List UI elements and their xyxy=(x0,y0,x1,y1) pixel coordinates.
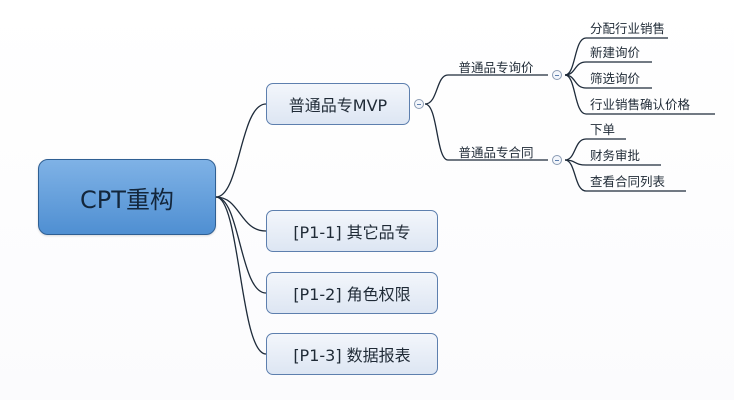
sub-label: 普通品专询价 xyxy=(458,59,534,75)
leaf-label: 筛选询价 xyxy=(590,70,641,86)
branch-label: [P1-3] 数据报表 xyxy=(293,346,411,365)
leaf-label: 新建询价 xyxy=(590,44,641,60)
leaf-label: 查看合同列表 xyxy=(590,173,666,189)
branch-node-p1-2[interactable]: [P1-2] 角色权限 xyxy=(266,272,438,314)
connector-inquiry-leaf-0 xyxy=(564,37,668,76)
leaf-node[interactable]: 行业销售确认价格 xyxy=(588,93,718,113)
leaf-label: 行业销售确认价格 xyxy=(590,96,691,112)
leaf-label: 下单 xyxy=(590,121,616,137)
connector-inquiry-leaf-1 xyxy=(564,61,652,76)
connector-mvp-contract xyxy=(424,103,548,161)
leaf-node[interactable]: 财务审批 xyxy=(588,144,663,164)
root-label: CPT重构 xyxy=(80,185,174,214)
branch-label: [P1-2] 角色权限 xyxy=(293,285,411,304)
branch-label: 普通品专MVP xyxy=(288,96,388,115)
branch-node-mvp[interactable]: 普通品专MVP xyxy=(266,83,410,125)
connector-contract-leaf-0 xyxy=(564,138,626,161)
connector-root-p13 xyxy=(215,196,267,355)
branch-node-p1-3[interactable]: [P1-3] 数据报表 xyxy=(266,333,438,375)
root-node[interactable]: CPT重构 xyxy=(38,159,216,235)
leaf-node[interactable]: 筛选询价 xyxy=(588,67,658,87)
connector-root-p12 xyxy=(215,196,267,294)
leaf-node[interactable]: 新建询价 xyxy=(588,41,658,61)
leaf-node[interactable]: 分配行业销售 xyxy=(588,17,678,37)
branch-label: [P1-1] 其它品专 xyxy=(293,223,411,242)
leaf-node[interactable]: 下单 xyxy=(588,118,628,138)
sub-label: 普通品专合同 xyxy=(458,144,534,160)
connector-root-mvp xyxy=(215,103,267,198)
leaf-label: 分配行业销售 xyxy=(590,20,666,36)
collapse-toggle-mvp[interactable] xyxy=(414,99,424,109)
collapse-toggle-inquiry[interactable] xyxy=(552,70,562,80)
connector-inquiry-leaf-3 xyxy=(564,74,715,115)
connector-root-p11 xyxy=(215,196,267,232)
leaf-node[interactable]: 查看合同列表 xyxy=(588,170,688,190)
sub-node-contract[interactable]: 普通品专合同 xyxy=(446,141,546,161)
connector-mvp-inquiry xyxy=(424,74,548,105)
branch-node-p1-1[interactable]: [P1-1] 其它品专 xyxy=(266,210,438,252)
connector-contract-leaf-2 xyxy=(564,159,686,192)
sub-node-inquiry[interactable]: 普通品专询价 xyxy=(446,56,546,76)
collapse-toggle-contract[interactable] xyxy=(552,155,562,165)
leaf-label: 财务审批 xyxy=(590,147,641,163)
